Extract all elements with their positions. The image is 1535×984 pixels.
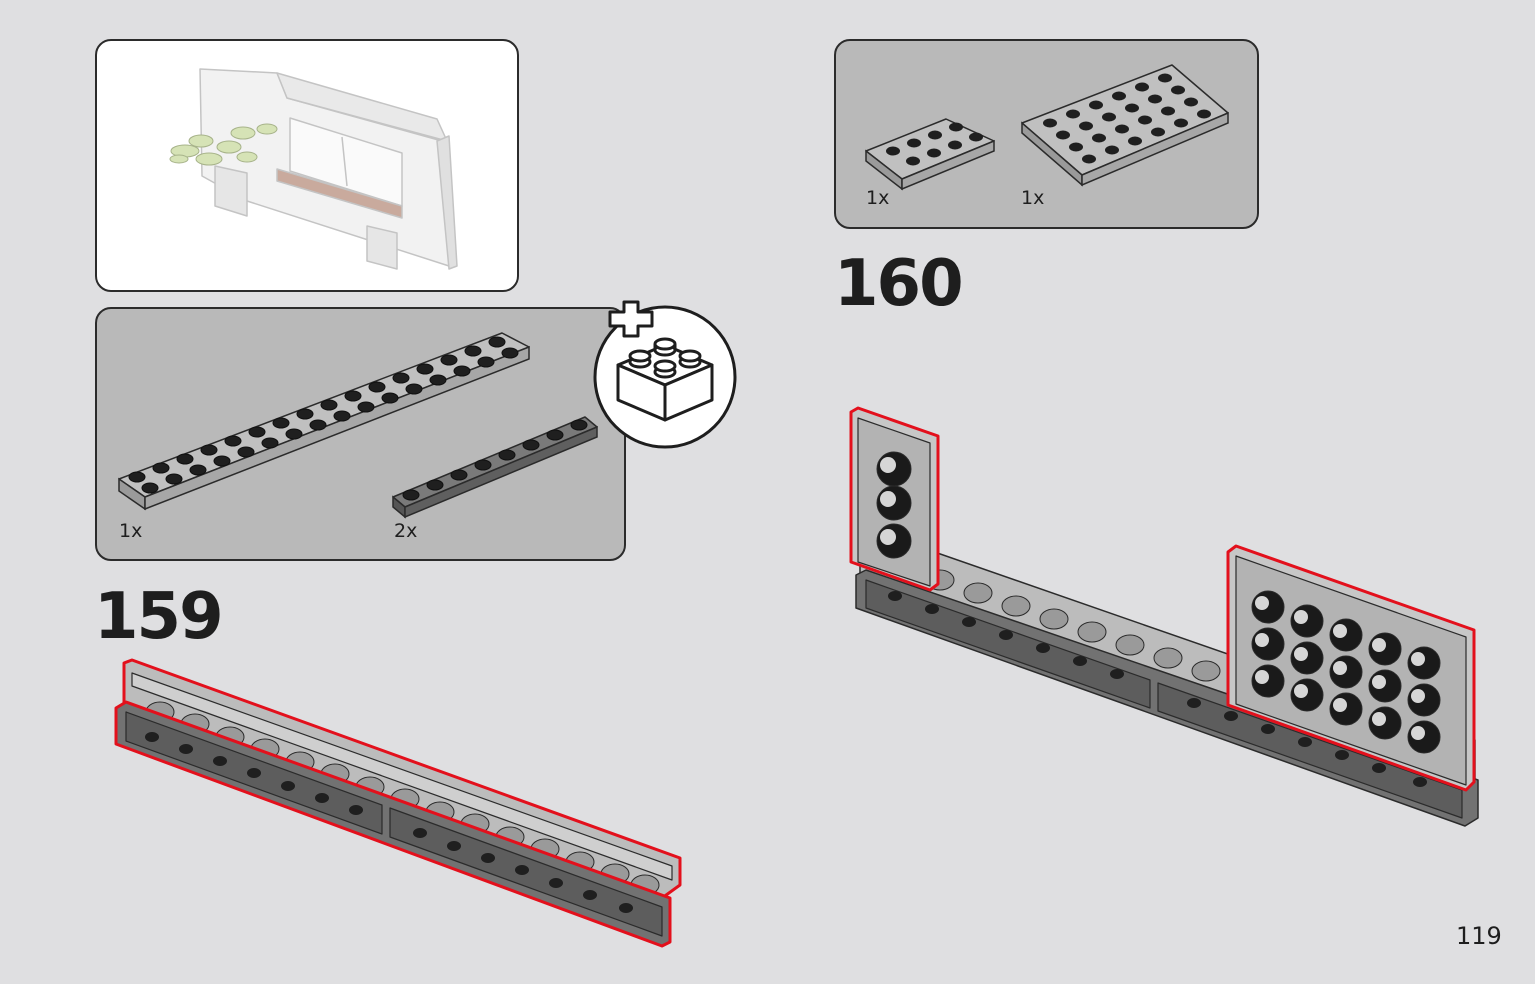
part-qty: 1x (119, 520, 143, 542)
page-number: 119 (1456, 922, 1502, 950)
plate-2x16-icon (118, 332, 530, 511)
parts-panel-step-160: 1x 1x (834, 39, 1259, 229)
plate-1x8-icon (392, 416, 598, 519)
parts-panel-step-159: 1x 2x (95, 307, 626, 561)
step-number: 159 (94, 580, 224, 654)
step-160-assembly-icon (849, 406, 1479, 827)
step-number: 160 (834, 247, 964, 321)
assembly-context-preview-icon (169, 68, 458, 270)
step-159-assembly-icon (114, 658, 682, 948)
context-preview-panel (95, 39, 519, 292)
part-qty: 1x (1021, 187, 1045, 209)
plate-4x6-icon (1021, 64, 1229, 187)
plate-2x4-icon (865, 118, 995, 191)
part-qty: 2x (394, 520, 418, 542)
part-qty: 1x (866, 187, 890, 209)
